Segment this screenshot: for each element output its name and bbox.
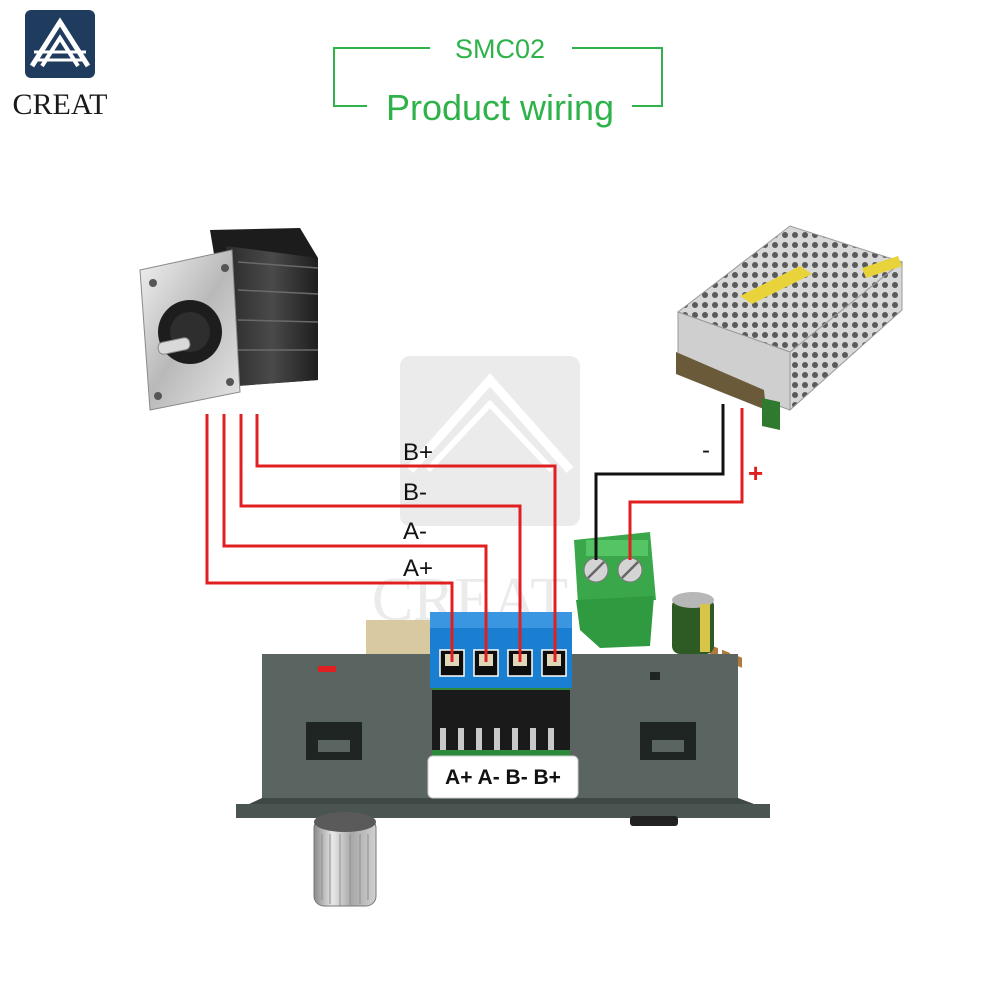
switching-power-supply (676, 225, 904, 668)
label-a-minus: A- (403, 518, 427, 545)
brand-logo: CREAT (12, 10, 108, 121)
label-b-minus: B- (403, 479, 427, 506)
wire-b-minus (239, 414, 522, 662)
wire-a-minus (222, 414, 488, 662)
product-wiring-subtitle: Product wiring (386, 87, 614, 128)
label-b-plus: B+ (403, 439, 433, 466)
wire-a-plus (205, 414, 454, 662)
motor-terminal-block (430, 612, 572, 688)
terminal-label-plate: A+ A- B- B+ (427, 755, 579, 799)
wire-power-negative (594, 404, 725, 560)
wire-power-positive (628, 408, 744, 560)
label-power-negative: - (702, 437, 710, 464)
title-frame: SMC02 Product wiring (333, 34, 663, 128)
smc02-controller: A+ A- B- B+ (236, 532, 770, 907)
terminal-label-text: A+ A- B- B+ (445, 766, 561, 789)
stepper-motor (139, 228, 319, 411)
wire-b-plus (255, 414, 557, 662)
motor-wires (205, 414, 557, 662)
label-a-plus: A+ (403, 555, 433, 582)
capacitor (672, 592, 714, 654)
power-terminal-block (574, 532, 656, 648)
model-title: SMC02 (455, 34, 545, 64)
brand-name: CREAT (12, 88, 107, 121)
rotary-knob (313, 812, 377, 907)
label-power-positive: + (748, 458, 763, 488)
